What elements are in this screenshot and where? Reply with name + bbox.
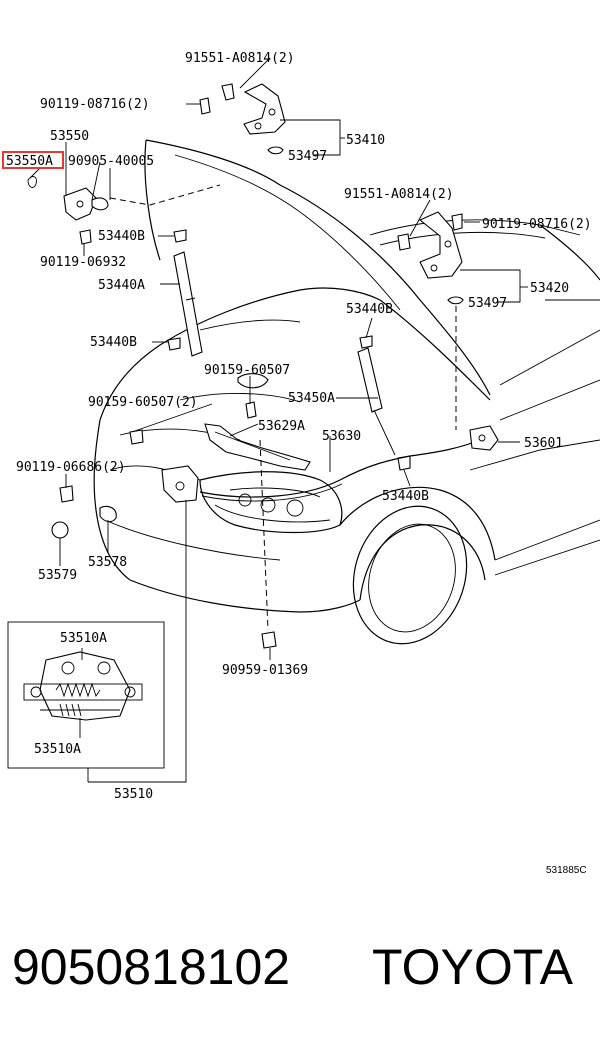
label-91551-a0814-left: 91551-A0814(2) xyxy=(185,51,295,66)
label-53440b-2: 53440B xyxy=(346,302,393,317)
label-90119-06686: 90119-06686(2) xyxy=(16,460,126,475)
label-53510: 53510 xyxy=(114,787,153,802)
leader-lines xyxy=(29,57,528,783)
hood-strut-53450a xyxy=(357,335,411,471)
label-90159-60507-2: 90159-60507(2) xyxy=(88,395,198,410)
label-53510a-bottom: 53510A xyxy=(34,742,81,757)
diagram-code: 531885C xyxy=(546,865,587,876)
hood-bracket-53550 xyxy=(27,176,109,245)
hinge-right xyxy=(397,211,464,305)
hinge-left xyxy=(199,83,286,155)
label-53440a: 53440A xyxy=(98,278,145,293)
label-53440b-1: 53440B xyxy=(98,229,145,244)
hood-lock-53510 xyxy=(51,373,277,649)
label-90905-40005: 90905-40005 xyxy=(68,154,154,169)
hood-strut-53440a xyxy=(167,229,203,357)
label-53579: 53579 xyxy=(38,568,77,583)
brand-name: TOYOTA xyxy=(372,939,573,995)
label-53601: 53601 xyxy=(524,436,563,451)
label-91551-a0814-right: 91551-A0814(2) xyxy=(344,187,454,202)
label-53550a: 53550A xyxy=(6,154,53,169)
highlight-53550a xyxy=(2,151,64,169)
part-labels: 91551-A0814(2) 90119-08716(2) 53550 5355… xyxy=(2,51,592,876)
label-53440b-4: 53440B xyxy=(382,489,429,504)
label-53440b-3: 53440B xyxy=(90,335,137,350)
label-53510a-top: 53510A xyxy=(60,631,107,646)
label-90119-08716-left: 90119-08716(2) xyxy=(40,97,150,112)
label-53629a: 53629A xyxy=(258,419,305,434)
car-body-outline xyxy=(93,139,600,645)
label-53450a: 53450A xyxy=(288,391,335,406)
label-90159-60507: 90159-60507 xyxy=(204,363,290,378)
label-90119-08716-right: 90119-08716(2) xyxy=(482,217,592,232)
part-number: 9050818102 xyxy=(12,939,291,995)
label-53578: 53578 xyxy=(88,555,127,570)
release-cable-53630 xyxy=(199,425,499,502)
label-53410: 53410 xyxy=(346,133,385,148)
label-90119-06932: 90119-06932 xyxy=(40,255,126,270)
label-53497-right: 53497 xyxy=(468,296,507,311)
label-53550: 53550 xyxy=(50,129,89,144)
label-90959-01369: 90959-01369 xyxy=(222,663,308,678)
lock-detail-inset xyxy=(7,621,165,769)
label-53630: 53630 xyxy=(322,429,361,444)
label-53420: 53420 xyxy=(530,281,569,296)
label-53497-left: 53497 xyxy=(288,149,327,164)
